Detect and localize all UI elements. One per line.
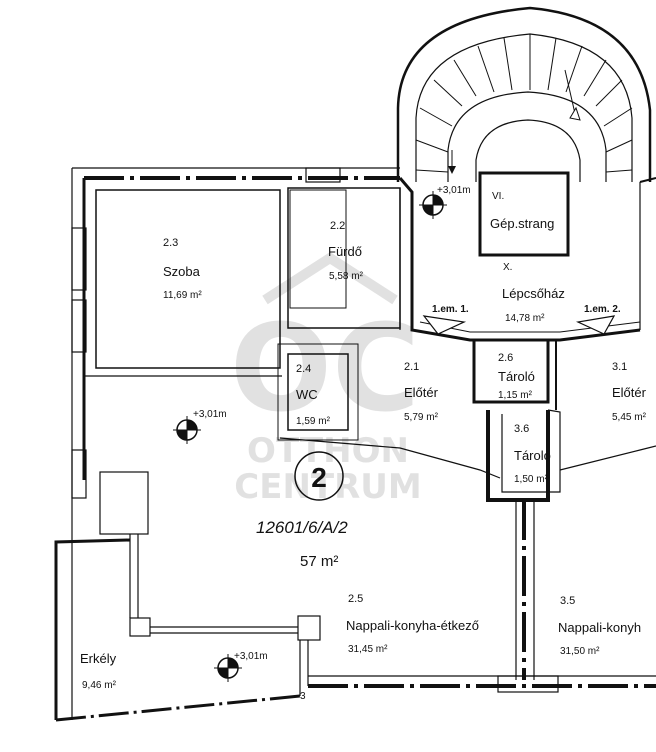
room-name: Előtér xyxy=(612,385,647,400)
room-tarolo-26: 2.6 Tároló 1,15 m² xyxy=(498,352,535,401)
room-name: WC xyxy=(296,387,318,402)
room-nappali-35: 3.5 Nappali-konyh 31,50 m² xyxy=(558,595,641,657)
room-number: 3.6 xyxy=(514,423,529,435)
room-area: 31,50 m² xyxy=(560,646,600,657)
room-szoba: 2.3 Szoba 11,69 m² xyxy=(163,237,202,301)
watermark-line1: OTTHON xyxy=(247,431,409,471)
window xyxy=(305,167,341,183)
level-marker-middle xyxy=(173,416,201,444)
room-number: 2.4 xyxy=(296,363,311,375)
room-area: 1,50 m² xyxy=(514,474,549,485)
room-furdo: 2.2 Fürdő 5,58 m² xyxy=(328,220,364,282)
room-name: Tároló xyxy=(498,369,535,384)
level-marker-top xyxy=(419,191,447,219)
room-name: Szoba xyxy=(163,264,201,279)
room-eloter-31: 3.1 Előtér 5,45 m² xyxy=(612,361,647,423)
room-area: 5,45 m² xyxy=(612,412,647,423)
room-area: 11,69 m² xyxy=(163,290,202,301)
room-area: 5,79 m² xyxy=(404,412,439,423)
room-number: 2.3 xyxy=(163,237,178,249)
room-number: 2.6 xyxy=(498,352,513,364)
corner-mark: 3 xyxy=(300,691,306,702)
room-name: Fürdő xyxy=(328,244,362,259)
room-number: 3.1 xyxy=(612,361,627,373)
room-erkely: Erkély 9,46 m² xyxy=(80,651,117,691)
room-name: Lépcsőház xyxy=(502,286,565,301)
level-middle-label: +3,01m xyxy=(193,409,227,420)
room-name: Nappali-konyh xyxy=(558,620,641,635)
stair-arrows xyxy=(422,315,616,335)
room-outline-szoba xyxy=(95,189,281,369)
room-number: 2.5 xyxy=(348,593,363,605)
apartment-area: 57 m² xyxy=(300,553,338,570)
shaft-label: Gép.strang xyxy=(490,216,554,231)
room-area: 1,59 m² xyxy=(296,416,331,427)
stair-label-right: 1.em. 2. xyxy=(584,304,621,315)
room-nappali-25: 2.5 Nappali-konyha-étkező 31,45 m² xyxy=(346,593,479,655)
watermark-logo: OC xyxy=(230,300,420,439)
watermark-roof xyxy=(262,252,398,305)
level-marker-balcony xyxy=(214,654,242,682)
room-name: Előtér xyxy=(404,385,439,400)
room-number: 3.5 xyxy=(560,595,575,607)
roman-bottom-label: X. xyxy=(503,262,512,273)
apartment-number: 2 xyxy=(311,462,327,493)
apartment-badge xyxy=(294,451,344,501)
room-wc: 2.4 WC 1,59 m² xyxy=(296,363,331,427)
room-tarolo-36: 3.6 Tároló 1,50 m² xyxy=(514,423,551,485)
apartment-id: 12601/6/A/2 xyxy=(256,518,348,537)
room-area: 14,78 m² xyxy=(505,313,545,324)
room-name: Tároló xyxy=(514,448,551,463)
room-area: 1,15 m² xyxy=(498,390,533,401)
room-eloter-21: 2.1 Előtér 5,79 m² xyxy=(404,361,439,423)
room-area: 31,45 m² xyxy=(348,644,388,655)
room-number: 2.1 xyxy=(404,361,419,373)
watermark-line2: CENTRUM xyxy=(234,467,421,507)
room-area: 5,58 m² xyxy=(329,271,364,282)
mechanical-shaft xyxy=(478,171,570,257)
stair-label-left: 1.em. 1. xyxy=(432,304,469,315)
room-name: Nappali-konyha-étkező xyxy=(346,618,479,633)
level-balcony-label: +3,01m xyxy=(234,651,268,662)
room-number: 2.2 xyxy=(330,220,345,232)
room-name: Erkély xyxy=(80,651,117,666)
staircase xyxy=(396,6,652,257)
level-top-label: +3,01m xyxy=(437,185,471,196)
room-area: 9,46 m² xyxy=(82,680,117,691)
walls xyxy=(54,167,656,722)
watermark: OC OTTHON CENTRUM xyxy=(230,252,422,507)
room-lepcsohaz: Lépcsőház 14,78 m² xyxy=(502,286,565,324)
roman-top-label: VI. xyxy=(492,191,504,202)
